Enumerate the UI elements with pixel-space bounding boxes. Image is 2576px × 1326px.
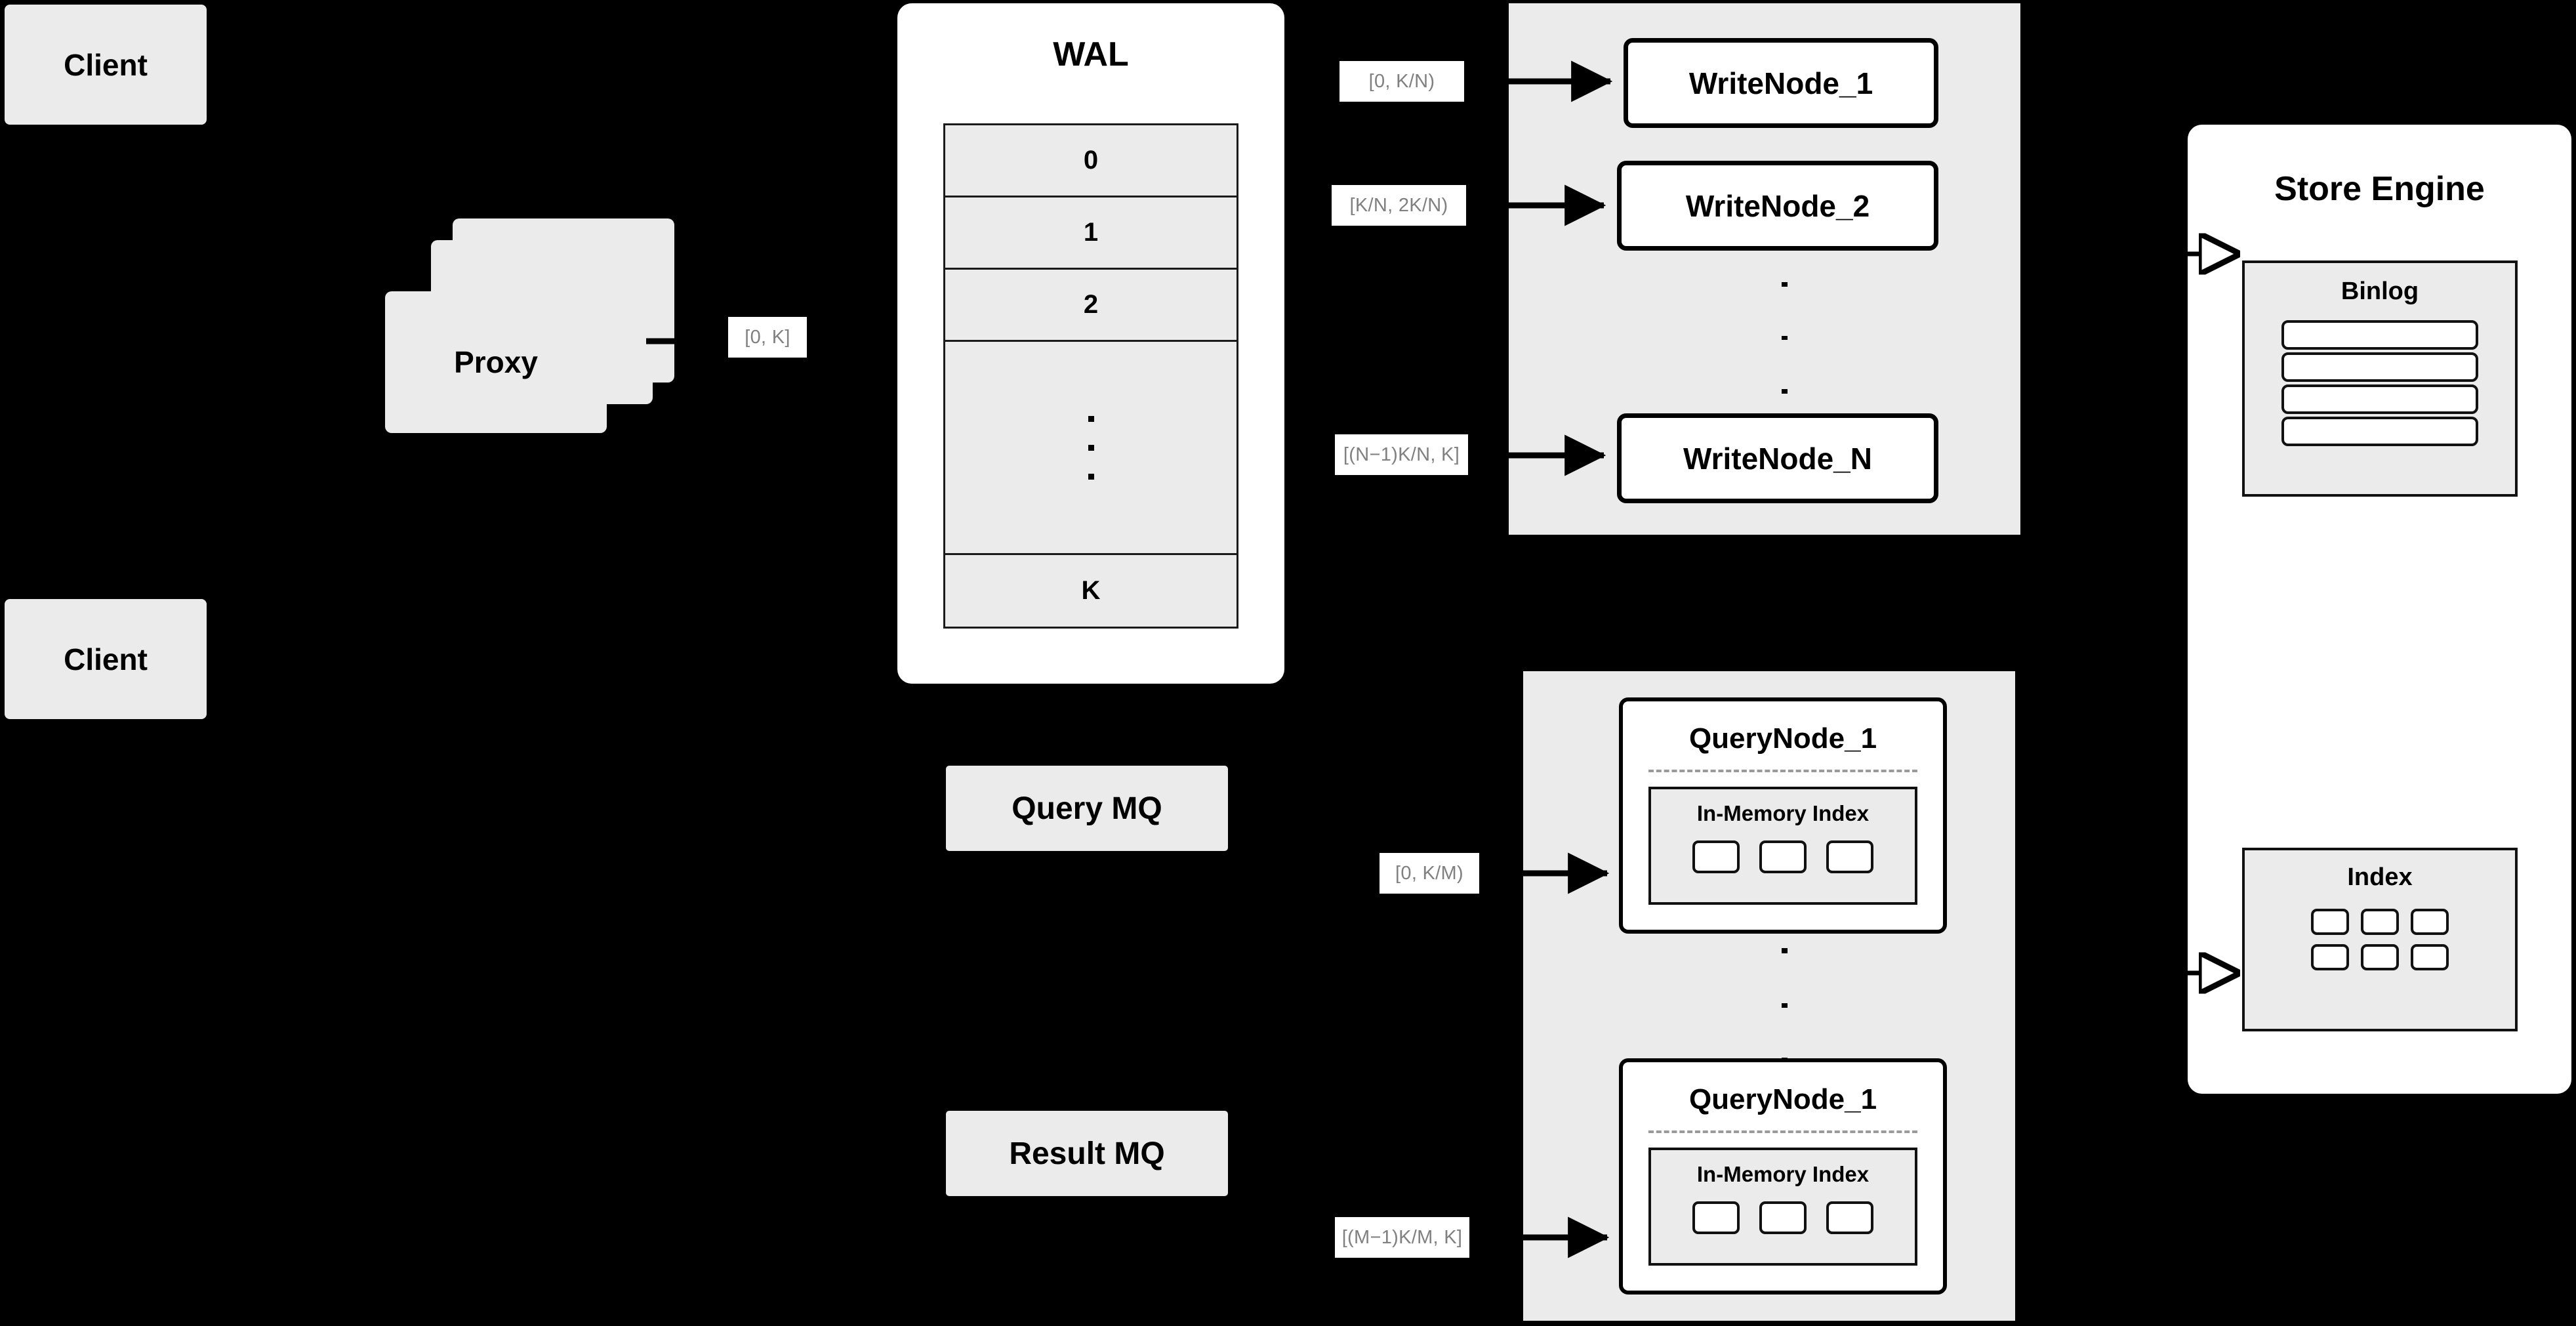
write-node-2-range-label: [K/N, 2K/N): [1332, 185, 1466, 226]
binlog-title: Binlog: [2341, 278, 2419, 305]
write-node-n[interactable]: WriteNode_N: [1617, 413, 1938, 503]
write-node-1[interactable]: WriteNode_1: [1624, 38, 1938, 128]
query-node-2-in-memory-index: In-Memory Index: [1648, 1148, 1917, 1266]
index-panel: Index: [2242, 848, 2518, 1031]
query-nodes-vertical-ellipsis-icon: [1771, 948, 1797, 1064]
wal-vertical-ellipsis-icon: [1088, 415, 1094, 480]
query-node-2-title: QueryNode_1: [1688, 1083, 1877, 1115]
index-chip[interactable]: [1759, 1201, 1807, 1234]
index-grid: [2311, 909, 2449, 970]
write-nodes-vertical-ellipsis-icon: [1771, 282, 1797, 394]
wal-row-2[interactable]: 2: [945, 270, 1237, 342]
binlog-panel: Binlog: [2242, 260, 2518, 497]
index-title: Index: [2347, 863, 2413, 891]
client-label-2: Client: [64, 642, 148, 676]
query-node-1-in-memory-index: In-Memory Index: [1648, 787, 1917, 905]
wal-title: WAL: [1053, 35, 1129, 73]
binlog-row[interactable]: [2281, 417, 2478, 446]
query-node-1[interactable]: QueryNode_1 In-Memory Index: [1619, 697, 1947, 934]
query-node-1-range-label: [0, K/M): [1380, 853, 1479, 894]
client-label-1: Client: [64, 47, 148, 82]
index-cell[interactable]: [2361, 909, 2399, 935]
wal-row-1[interactable]: 1: [945, 197, 1237, 270]
index-chip[interactable]: [1759, 840, 1807, 873]
index-cell[interactable]: [2311, 909, 2349, 935]
index-chip[interactable]: [1826, 840, 1873, 873]
wal-table: 0 1 2 K: [943, 123, 1238, 629]
query-node-2-chip-row: [1692, 1201, 1873, 1234]
index-chip[interactable]: [1692, 1201, 1740, 1234]
write-node-1-range-label: [0, K/N): [1339, 61, 1464, 102]
index-cell[interactable]: [2311, 944, 2349, 970]
binlog-rows: [2281, 320, 2478, 446]
query-node-2-in-memory-index-title: In-Memory Index: [1696, 1162, 1870, 1186]
query-node-1-title: QueryNode_1: [1688, 722, 1877, 755]
result-mq-box[interactable]: Result MQ: [946, 1111, 1228, 1196]
wal-row-ellipsis: [945, 342, 1237, 555]
index-cell[interactable]: [2411, 909, 2449, 935]
query-node-2-range-label: [(M−1)K/M, K]: [1335, 1217, 1469, 1258]
index-cell[interactable]: [2411, 944, 2449, 970]
client-box-1[interactable]: Client: [5, 5, 207, 125]
query-node-2-separator: [1648, 1130, 1917, 1133]
binlog-row[interactable]: [2281, 384, 2478, 414]
binlog-row[interactable]: [2281, 352, 2478, 382]
proxy-label: Proxy: [454, 345, 538, 379]
proxy-range-label: [0, K]: [728, 317, 807, 358]
query-node-1-separator: [1648, 770, 1917, 772]
query-node-1-in-memory-index-title: In-Memory Index: [1696, 801, 1870, 825]
client-box-2[interactable]: Client: [5, 599, 207, 719]
binlog-row[interactable]: [2281, 320, 2478, 350]
wal-panel: WAL 0 1 2 K: [897, 3, 1284, 684]
index-chip[interactable]: [1692, 840, 1740, 873]
query-node-2[interactable]: QueryNode_1 In-Memory Index: [1619, 1058, 1947, 1295]
wal-row-k[interactable]: K: [1081, 576, 1101, 605]
store-engine-panel: Store Engine Binlog Index: [2188, 125, 2571, 1094]
store-engine-title: Store Engine: [2274, 170, 2485, 208]
index-cell[interactable]: [2361, 944, 2399, 970]
query-node-1-chip-row: [1692, 840, 1873, 873]
wal-row-0[interactable]: 0: [945, 125, 1237, 197]
query-mq-box[interactable]: Query MQ: [946, 766, 1228, 851]
write-node-n-range-label: [(N−1)K/N, K]: [1335, 434, 1468, 475]
index-chip[interactable]: [1826, 1201, 1873, 1234]
proxy-box[interactable]: Proxy: [385, 291, 607, 433]
write-node-2[interactable]: WriteNode_2: [1617, 161, 1938, 251]
